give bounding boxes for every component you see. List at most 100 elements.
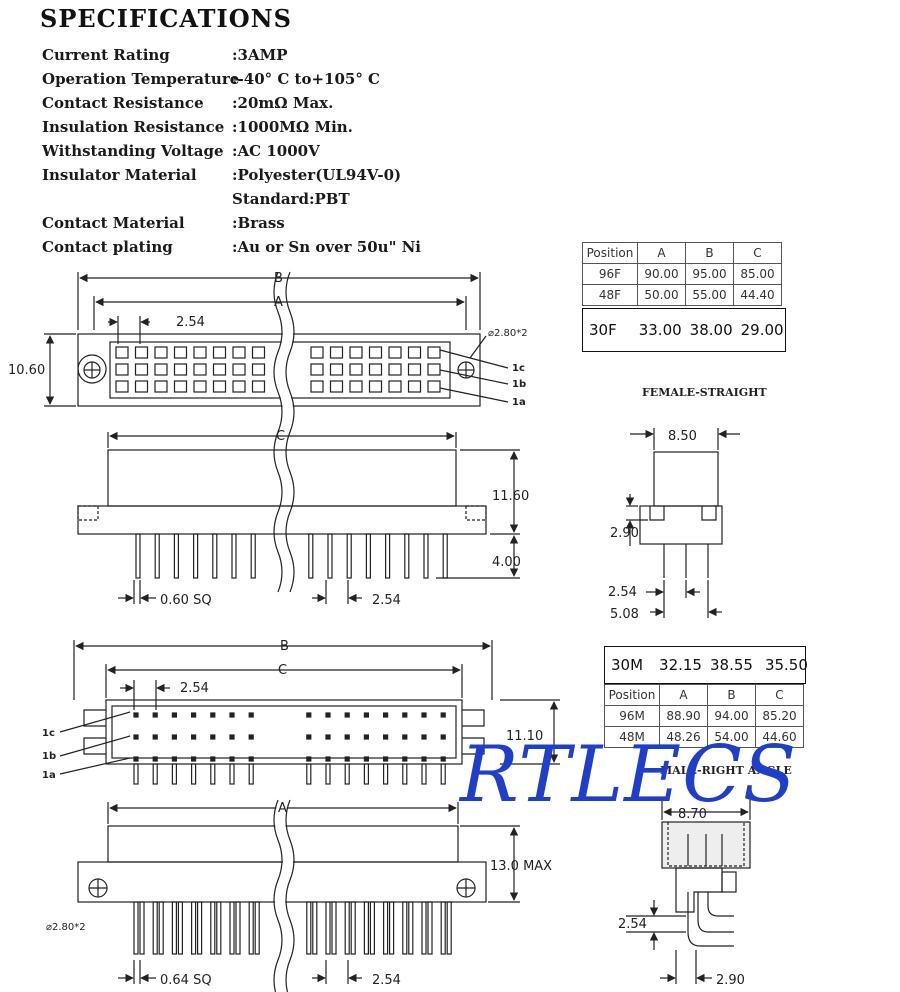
pin (216, 901, 222, 955)
dim-pitch-label: 2.54 (608, 585, 637, 600)
contact-hole (310, 346, 324, 359)
spec-row: Contact Material (42, 214, 232, 232)
table-cell: 29.00 (740, 321, 784, 339)
pin (308, 533, 314, 579)
row-label-1c: 1c (42, 728, 55, 739)
row-label-1b: 1b (512, 379, 526, 390)
dim-span-label: 5.08 (610, 607, 639, 622)
contact-pin (191, 712, 197, 718)
dim-b-label: B (274, 271, 283, 286)
contact-hole (407, 346, 422, 359)
dim-height-label: 11.10 (506, 729, 543, 744)
contact-hole (388, 363, 402, 376)
table-cell: 38.55 (709, 656, 753, 674)
contact-pin (210, 756, 216, 762)
pin (365, 533, 371, 579)
female-30f-box: 30F 33.00 38.00 29.00 (582, 308, 786, 352)
spec-label: Current Rating (42, 46, 170, 64)
pin (421, 901, 427, 955)
contact-pin (383, 734, 389, 740)
pin (331, 901, 337, 955)
contact-hole (407, 363, 422, 376)
row-label-1b: 1b (42, 751, 56, 762)
contact-pin (325, 734, 331, 740)
female-straight-view (625, 428, 740, 618)
pin-stub (152, 763, 158, 785)
contact-hole (193, 363, 207, 376)
pin (346, 533, 352, 579)
contact-pin (133, 756, 139, 762)
spec-value: :20mΩ Max. (232, 94, 334, 112)
pin-stub (440, 763, 446, 785)
female-position-table: Position A B C 96F 90.00 95.00 85.00 48F… (582, 242, 782, 306)
pin-stub (421, 763, 427, 785)
spec-label: Withstanding Voltage (42, 142, 224, 160)
table-cell: 44.60 (755, 726, 804, 748)
contact-hole (134, 380, 149, 393)
dim-body-height-label: 11.60 (492, 489, 529, 504)
pin-stub (210, 763, 216, 785)
contact-hole (115, 380, 129, 393)
spec-label: Contact plating (42, 238, 173, 256)
spec-row: Current Rating (42, 46, 232, 64)
table-cell: 85.00 (733, 263, 782, 285)
contact-pin (191, 756, 197, 762)
dim-pin-pitch-label: 2.54 (372, 973, 401, 988)
male-right-angle-view (626, 800, 751, 984)
dim-c-label: C (278, 663, 287, 678)
contact-hole (368, 363, 383, 376)
female-side-view (77, 431, 520, 604)
row-label-1a: 1a (512, 397, 526, 408)
table-cell: 30F (589, 321, 617, 339)
pin (408, 901, 414, 955)
pin (139, 901, 145, 955)
contact-pin (171, 734, 177, 740)
contact-hole (368, 380, 383, 393)
contact-pin (210, 734, 216, 740)
pin-stub (383, 763, 389, 785)
hole-note: ⌀2.80*2 (488, 328, 528, 339)
contact-hole (173, 346, 188, 359)
contact-hole (251, 380, 266, 393)
pin (385, 533, 391, 579)
contact-pin (421, 712, 427, 718)
pin (135, 533, 141, 579)
table-cell: 35.50 (764, 656, 808, 674)
contact-hole (154, 346, 168, 359)
spec-row: Operation Temperature (42, 70, 239, 88)
spec-value: :AC 1000V (232, 142, 320, 160)
pin (383, 901, 389, 955)
contact-pin (440, 712, 446, 718)
pin (442, 533, 448, 579)
spec-value: :3AMP (232, 46, 288, 64)
pin (446, 901, 452, 955)
contact-hole (193, 380, 207, 393)
row-label-1c: 1c (512, 363, 525, 374)
dim-pitch-label: 2.54 (180, 681, 209, 696)
row-label-1a: 1a (42, 770, 56, 781)
dim-offset-label: 2.90 (610, 526, 639, 541)
contact-hole (173, 363, 188, 376)
pin (158, 901, 164, 955)
contact-pin (402, 712, 408, 718)
contact-pin (248, 734, 254, 740)
contact-pin (363, 734, 369, 740)
pin-stub (325, 763, 331, 785)
pin (154, 533, 160, 579)
contact-hole (427, 363, 441, 376)
contact-hole (115, 346, 129, 359)
contact-hole (329, 346, 344, 359)
contact-pin (440, 756, 446, 762)
pin-stub (306, 763, 312, 785)
contact-hole (329, 363, 344, 376)
male-pins (133, 901, 452, 955)
pin (254, 901, 260, 955)
dim-b-label: B (280, 639, 289, 654)
pin (369, 901, 375, 955)
spec-value: :Brass (232, 214, 285, 232)
pin (404, 533, 410, 579)
table-cell: 38.00 (689, 321, 733, 339)
contact-pin (306, 756, 312, 762)
pin (191, 901, 197, 955)
table-cell: 33.00 (638, 321, 682, 339)
